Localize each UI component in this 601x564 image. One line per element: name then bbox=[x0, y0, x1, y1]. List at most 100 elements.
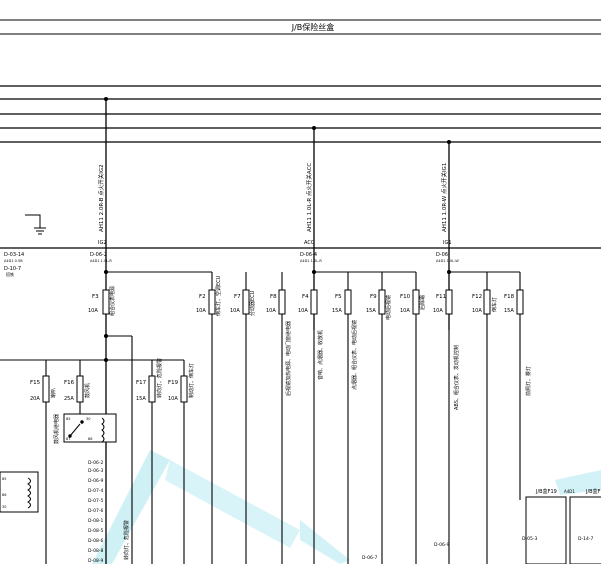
svg-text:D-14-7: D-14-7 bbox=[578, 536, 593, 542]
feed-label-ig1: IG1 bbox=[443, 240, 452, 246]
svg-text:30: 30 bbox=[86, 417, 90, 421]
fuse-icon bbox=[516, 289, 524, 315]
svg-text:点烟器、组合仪表、电动后视镜: 点烟器、组合仪表、电动后视镜 bbox=[351, 320, 358, 390]
svg-text:电动后视镜: 电动后视镜 bbox=[385, 295, 392, 320]
svg-text:86: 86 bbox=[2, 493, 6, 497]
feed-conn-ig1: D-06- bbox=[436, 252, 450, 258]
svg-text:F18: F18 bbox=[504, 294, 515, 300]
feed-conn-acc: D-06-4 bbox=[300, 252, 317, 258]
svg-text:后视镜加热电源、电动门窗继电器: 后视镜加热电源、电动门窗继电器 bbox=[285, 321, 292, 396]
svg-text:F8: F8 bbox=[270, 294, 277, 300]
svg-text:D-07-6: D-07-6 bbox=[88, 508, 103, 514]
load-desc-132: 转向灯、危险报警 bbox=[123, 520, 130, 560]
svg-text:F19: F19 bbox=[168, 380, 179, 386]
svg-text:D-08-6: D-08-6 bbox=[88, 538, 103, 544]
watermark bbox=[92, 450, 601, 564]
relay-switch-icon bbox=[68, 420, 84, 438]
fuse-icon bbox=[242, 289, 250, 315]
svg-text:喇叭: 喇叭 bbox=[50, 388, 57, 398]
relay-coil-icon bbox=[27, 477, 31, 509]
svg-text:前照灯、雾灯: 前照灯、雾灯 bbox=[525, 366, 532, 396]
fuse-f18: F18 15A 前照灯、雾灯 bbox=[504, 289, 532, 396]
title-bar: J/B保险丝盒 bbox=[0, 19, 601, 35]
svg-text:15A: 15A bbox=[366, 308, 376, 314]
svg-text:15A: 15A bbox=[504, 308, 514, 314]
svg-text:A4D1: A4D1 bbox=[564, 489, 575, 494]
fuse-icon bbox=[102, 289, 110, 315]
bus-lines bbox=[0, 85, 601, 249]
fuse-icon bbox=[483, 289, 491, 315]
svg-text:87: 87 bbox=[66, 437, 70, 441]
svg-text:D-06-7: D-06-7 bbox=[362, 555, 377, 561]
svg-text:10A: 10A bbox=[88, 308, 98, 314]
relay-coil-icon bbox=[101, 417, 105, 443]
feed-spec-ig1: A4D1 1.0L-W bbox=[436, 259, 459, 263]
feed-spec-ig2: A4D1 1.0L-R bbox=[90, 259, 112, 263]
svg-text:F4: F4 bbox=[302, 294, 309, 300]
feed-wire-ig2: AH11 2.0R-B 点火开关IG2 bbox=[97, 164, 105, 232]
feed-label-acc: ACC bbox=[304, 240, 315, 246]
svg-text:85: 85 bbox=[66, 417, 70, 421]
svg-text:分动器ECU: 分动器ECU bbox=[249, 290, 256, 316]
blower-relay: 鼓风机继电器 85 86 30 87 bbox=[53, 413, 117, 444]
svg-text:10A: 10A bbox=[266, 308, 276, 314]
fuse-icon bbox=[310, 289, 318, 315]
page-title: J/B保险丝盒 bbox=[291, 22, 335, 32]
fuse-icon bbox=[208, 289, 216, 315]
svg-text:F17: F17 bbox=[136, 380, 147, 386]
svg-text:D-06-9: D-06-9 bbox=[434, 542, 449, 548]
svg-text:D-08-1: D-08-1 bbox=[88, 518, 103, 524]
svg-text:F12: F12 bbox=[472, 294, 482, 300]
svg-text:10A: 10A bbox=[298, 308, 308, 314]
fuse-icon bbox=[180, 375, 188, 403]
svg-text:10A: 10A bbox=[230, 308, 240, 314]
svg-text:25A: 25A bbox=[64, 396, 74, 402]
left-conn-ref2: D-10-7 bbox=[4, 266, 21, 272]
svg-text:F9: F9 bbox=[370, 294, 377, 300]
svg-text:F16: F16 bbox=[64, 380, 75, 386]
svg-text:倒车灯: 倒车灯 bbox=[491, 297, 498, 312]
svg-text:D-07-4: D-07-4 bbox=[88, 488, 103, 494]
svg-text:D-06-2: D-06-2 bbox=[88, 460, 103, 466]
svg-text:D-05-3: D-05-3 bbox=[522, 536, 537, 542]
svg-text:音响、点烟器、收放机: 音响、点烟器、收放机 bbox=[317, 330, 324, 380]
fuse-f4: F4 10A 音响、点烟器、收放机 bbox=[298, 289, 324, 380]
svg-text:转向灯、危险报警: 转向灯、危险报警 bbox=[156, 358, 163, 398]
feed-wire-acc: AH11 1.0L-R 点火开关ACC bbox=[305, 163, 313, 232]
feed-wire-ig1: AH11 1.0R-W 点火开关IG1 bbox=[440, 163, 448, 232]
svg-text:D-06-3: D-06-3 bbox=[88, 468, 103, 474]
svg-text:D-08-5: D-08-5 bbox=[88, 528, 103, 534]
svg-text:F3: F3 bbox=[92, 294, 99, 300]
svg-text:30: 30 bbox=[2, 505, 6, 509]
left-conn-ref: D-03-14 bbox=[4, 252, 24, 258]
distribution-rails bbox=[0, 271, 521, 564]
feed-spec-acc: A4D1 1.0L-R bbox=[300, 259, 322, 263]
left-conn-spec: A4D1 0.5B bbox=[4, 259, 23, 263]
fuse-icon bbox=[378, 289, 386, 315]
svg-text:10A: 10A bbox=[433, 308, 443, 314]
svg-text:J/B盒F: J/B盒F bbox=[585, 488, 601, 495]
fuse-icon bbox=[278, 289, 286, 315]
svg-text:F2: F2 bbox=[199, 294, 206, 300]
feed-verticals bbox=[105, 99, 450, 564]
feed-label-ig2: IG2 bbox=[98, 240, 107, 246]
junction-dots bbox=[104, 97, 451, 362]
fuse-icon bbox=[344, 289, 352, 315]
svg-text:F11: F11 bbox=[436, 294, 446, 300]
fuse-icon bbox=[412, 289, 420, 315]
svg-text:D-06-9: D-06-9 bbox=[88, 478, 103, 484]
fuse-f8: F8 10A 后视镜加热电源、电动门窗继电器 bbox=[266, 289, 292, 396]
svg-text:鼓风机: 鼓风机 bbox=[84, 383, 91, 398]
svg-text:后除霜: 后除霜 bbox=[419, 295, 426, 310]
